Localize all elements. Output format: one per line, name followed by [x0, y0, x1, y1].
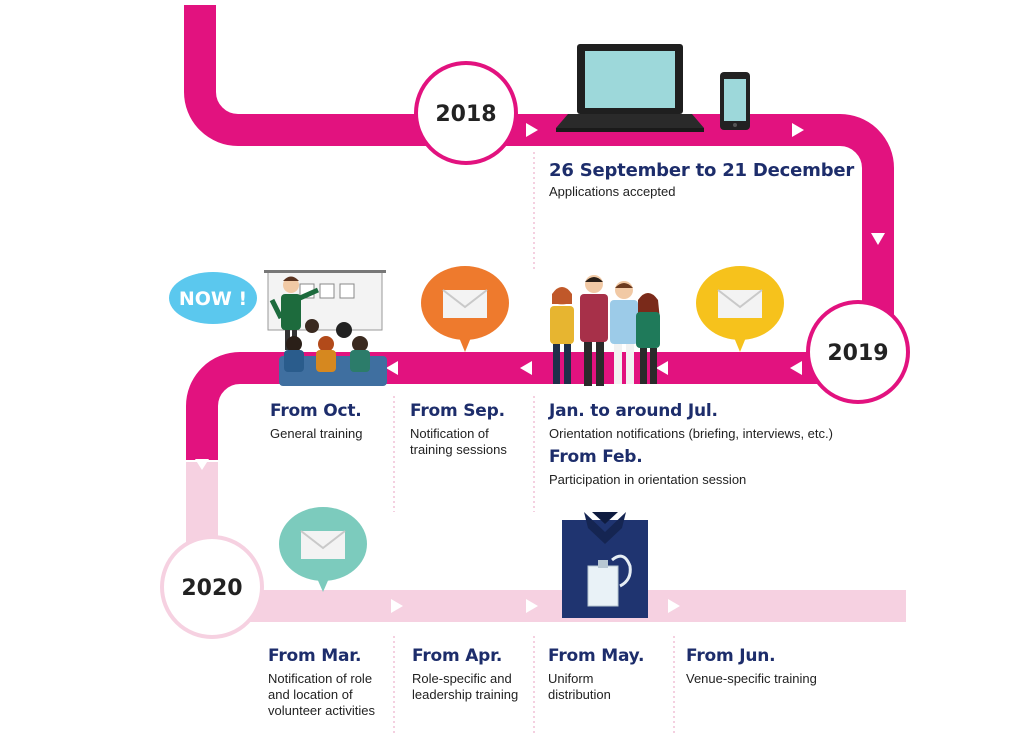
- milestone-heading: From Oct.: [270, 401, 362, 421]
- dividers: [393, 152, 675, 736]
- arrow-down: [871, 233, 885, 245]
- arrow-down: [195, 459, 209, 470]
- arrow-left: [386, 361, 398, 375]
- milestone-text: Participation in orientation session: [549, 472, 747, 487]
- svg-text:NOW !: NOW !: [179, 288, 247, 310]
- milestone-text: General training: [270, 426, 363, 441]
- training-presentation-icon: [264, 270, 387, 386]
- milestone-text: Notification of training sessions: [410, 426, 507, 457]
- now-badge: NOW !: [169, 272, 257, 324]
- svg-text:2018: 2018: [435, 102, 496, 127]
- arrow-left: [656, 361, 668, 375]
- svg-text:2020: 2020: [181, 576, 242, 601]
- year-marker-2020: 2020: [160, 535, 264, 639]
- milestone-text: Orientation notifications (briefing, int…: [549, 426, 833, 441]
- arrow-right: [668, 599, 680, 613]
- milestone-heading: From May.: [548, 646, 645, 666]
- envelope-bubble-icon: [421, 266, 509, 352]
- year-marker-2018: 2018: [414, 61, 518, 165]
- milestone-heading: From Feb.: [549, 447, 643, 467]
- laptop-icon: [556, 44, 704, 132]
- year-marker-2019: 2019: [806, 300, 910, 404]
- smartphone-icon: [720, 72, 750, 130]
- direction-arrows: [195, 123, 885, 613]
- arrow-right: [391, 599, 403, 613]
- volunteer-group-icon: [550, 275, 660, 386]
- milestone-heading: 26 September to 21 December: [549, 160, 855, 181]
- uniform-icon: [562, 512, 648, 618]
- arrow-left: [790, 361, 802, 375]
- milestone-heading: Jan. to around Jul.: [549, 401, 718, 421]
- arrow-left: [520, 361, 532, 375]
- envelope-bubble-icon: [279, 507, 367, 592]
- milestone-heading: From Sep.: [410, 401, 505, 421]
- milestone-text: Role-specific and leadership training: [412, 671, 519, 702]
- milestone-heading: From Mar.: [268, 646, 362, 666]
- arrow-right: [526, 123, 538, 137]
- milestone-text: Notification of role and location of vol…: [268, 671, 375, 718]
- milestone-text: Venue-specific training: [686, 671, 817, 686]
- milestone-heading: From Apr.: [412, 646, 503, 666]
- milestone-heading: From Jun.: [686, 646, 776, 666]
- milestone-text: Uniform distribution: [548, 671, 611, 702]
- arrow-right: [526, 599, 538, 613]
- milestone-text: Applications accepted: [549, 184, 676, 199]
- arrow-right: [792, 123, 804, 137]
- envelope-bubble-icon: [696, 266, 784, 352]
- svg-text:2019: 2019: [827, 341, 888, 366]
